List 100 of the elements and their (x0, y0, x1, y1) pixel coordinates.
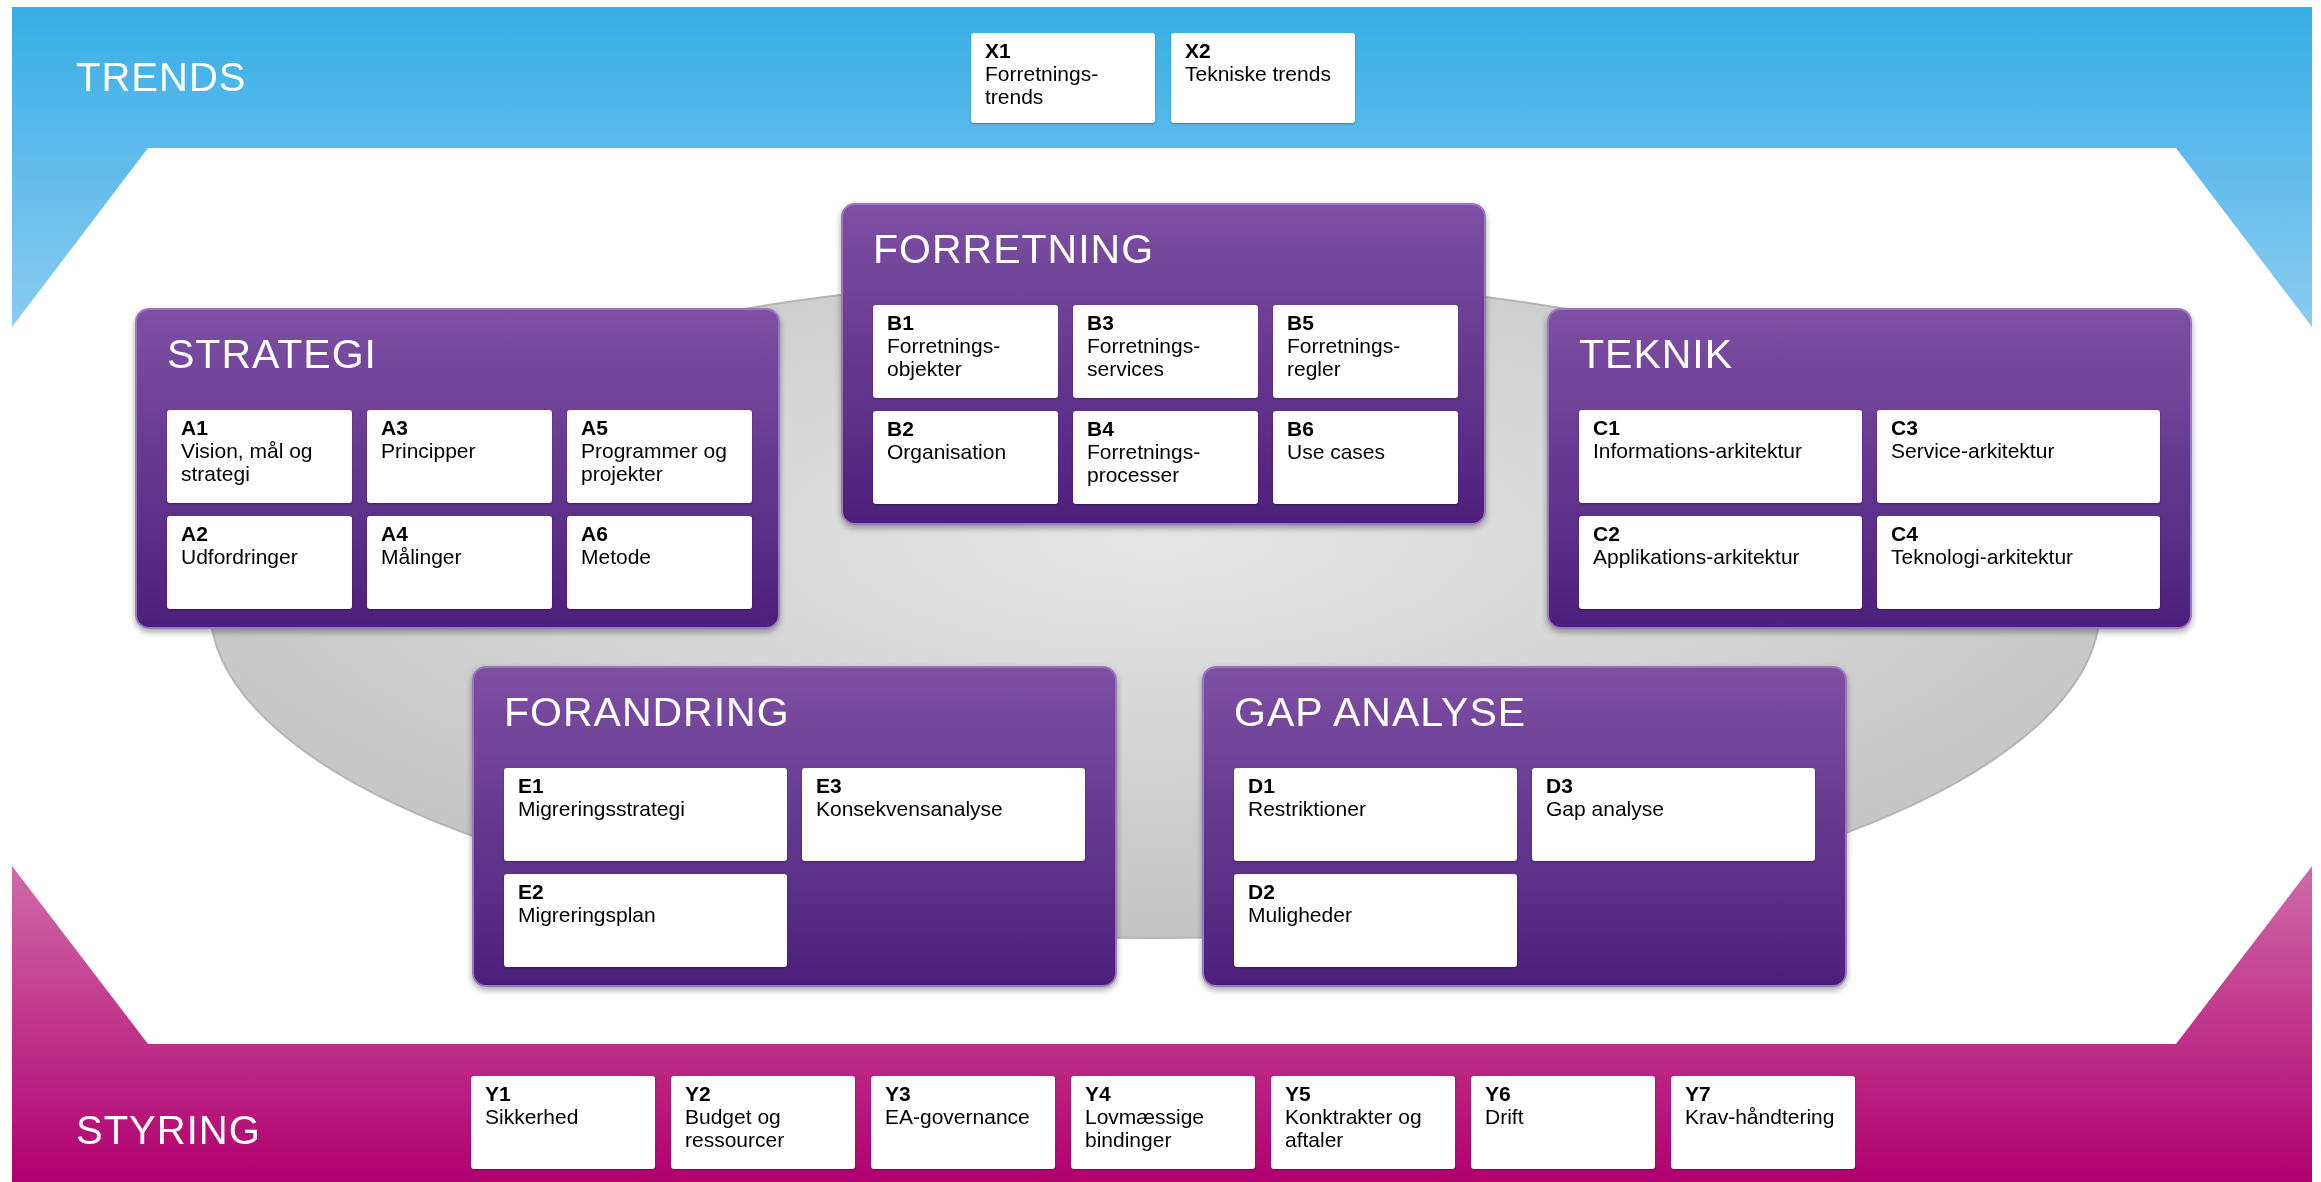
item-card (367, 410, 552, 503)
item-card (1171, 33, 1355, 123)
item-code: A5 (581, 416, 609, 440)
item-label: Krav-håndtering (1685, 1105, 1836, 1129)
item-label: Muligheder (1248, 903, 1353, 927)
item-card (1234, 874, 1517, 967)
item-card (1273, 411, 1458, 504)
item-label: Konktrakter og aftaler (1285, 1105, 1423, 1152)
item-card (1532, 768, 1815, 861)
item-card (1877, 516, 2160, 609)
item-card (1579, 516, 1862, 609)
item-card (1073, 305, 1258, 398)
item-code: C2 (1593, 522, 1621, 546)
item-card (504, 874, 787, 967)
item-label: Budget og ressourcer (685, 1105, 786, 1152)
item-card (873, 411, 1058, 504)
item-card (802, 768, 1085, 861)
item-label: EA-governance (885, 1105, 1031, 1129)
item-code: A6 (581, 522, 609, 546)
item-label: Udfordringer (181, 545, 299, 569)
item-label: Forretnings-services (1087, 334, 1202, 381)
group-panel (841, 203, 1486, 525)
item-code: Y2 (685, 1082, 712, 1106)
item-code: X1 (985, 39, 1012, 63)
governance-band (12, 866, 2312, 1182)
item-label: Organisation (887, 440, 1008, 464)
item-card (567, 516, 752, 609)
item-card (1271, 1076, 1455, 1169)
item-label: Restriktioner (1248, 797, 1367, 821)
item-label: Use cases (1287, 440, 1387, 464)
band-title: TRENDS (76, 57, 247, 97)
item-card (1877, 410, 2160, 503)
group-title: FORANDRING (504, 692, 790, 733)
item-code: B1 (887, 311, 915, 335)
item-code: C4 (1891, 522, 1919, 546)
band-title: STYRING (76, 1110, 261, 1150)
item-label: Informations-arkitektur (1593, 439, 1803, 463)
item-code: D1 (1248, 774, 1276, 798)
item-label: Gap analyse (1546, 797, 1665, 821)
item-label: Målinger (381, 545, 463, 569)
group-panel (472, 666, 1117, 987)
group-title: STRATEGI (167, 334, 377, 375)
item-card (167, 410, 352, 503)
item-label: Migreringsplan (518, 903, 657, 927)
item-label: Applikations-arkitektur (1593, 545, 1801, 569)
item-code: B6 (1287, 417, 1315, 441)
item-card (1071, 1076, 1255, 1169)
item-code: Y5 (1285, 1082, 1312, 1106)
item-code: Y7 (1685, 1082, 1712, 1106)
item-card (1579, 410, 1862, 503)
item-code: A4 (381, 522, 409, 546)
item-code: D2 (1248, 880, 1276, 904)
item-label: Teknologi-arkitektur (1891, 545, 2075, 569)
item-card (367, 516, 552, 609)
item-card (873, 305, 1058, 398)
item-code: D3 (1546, 774, 1574, 798)
group-panel (135, 308, 780, 629)
item-card (167, 516, 352, 609)
item-code: E1 (518, 774, 545, 798)
item-card (871, 1076, 1055, 1169)
item-card (1234, 768, 1517, 861)
item-code: B2 (887, 417, 915, 441)
group-panel (1547, 308, 2192, 629)
item-card (1273, 305, 1458, 398)
item-card (471, 1076, 655, 1169)
item-card (971, 33, 1155, 123)
item-label: Sikkerhed (485, 1105, 580, 1129)
item-code: Y4 (1085, 1082, 1112, 1106)
item-label: Forretnings-trends (985, 62, 1100, 109)
item-code: X2 (1185, 39, 1212, 63)
group-title: TEKNIK (1579, 334, 1734, 375)
item-code: Y3 (885, 1082, 912, 1106)
group-title: FORRETNING (873, 229, 1155, 270)
item-code: E2 (518, 880, 545, 904)
item-label: Programmer og projekter (581, 439, 728, 486)
item-label: Migreringsstrategi (518, 797, 686, 821)
item-label: Vision, mål og strategi (181, 439, 314, 486)
item-label: Drift (1485, 1105, 1525, 1129)
group-title: GAP ANALYSE (1234, 692, 1527, 733)
item-label: Konsekvensanalyse (816, 797, 1004, 821)
item-code: B3 (1087, 311, 1115, 335)
item-code: C3 (1891, 416, 1919, 440)
item-card (1671, 1076, 1855, 1169)
item-code: Y1 (485, 1082, 512, 1106)
item-code: B5 (1287, 311, 1315, 335)
item-label: Tekniske trends (1185, 62, 1332, 86)
item-label: Forretnings-objekter (887, 334, 1002, 381)
item-code: A3 (381, 416, 409, 440)
item-code: A2 (181, 522, 209, 546)
item-card (1471, 1076, 1655, 1169)
item-label: Forretnings-processer (1087, 440, 1202, 487)
item-label: Service-arkitektur (1891, 439, 2056, 463)
item-code: B4 (1087, 417, 1115, 441)
item-code: A1 (181, 416, 209, 440)
item-label: Lovmæssige bindinger (1085, 1105, 1206, 1152)
item-card (504, 768, 787, 861)
item-label: Metode (581, 545, 653, 569)
item-card (671, 1076, 855, 1169)
item-code: Y6 (1485, 1082, 1512, 1106)
item-card (1073, 411, 1258, 504)
